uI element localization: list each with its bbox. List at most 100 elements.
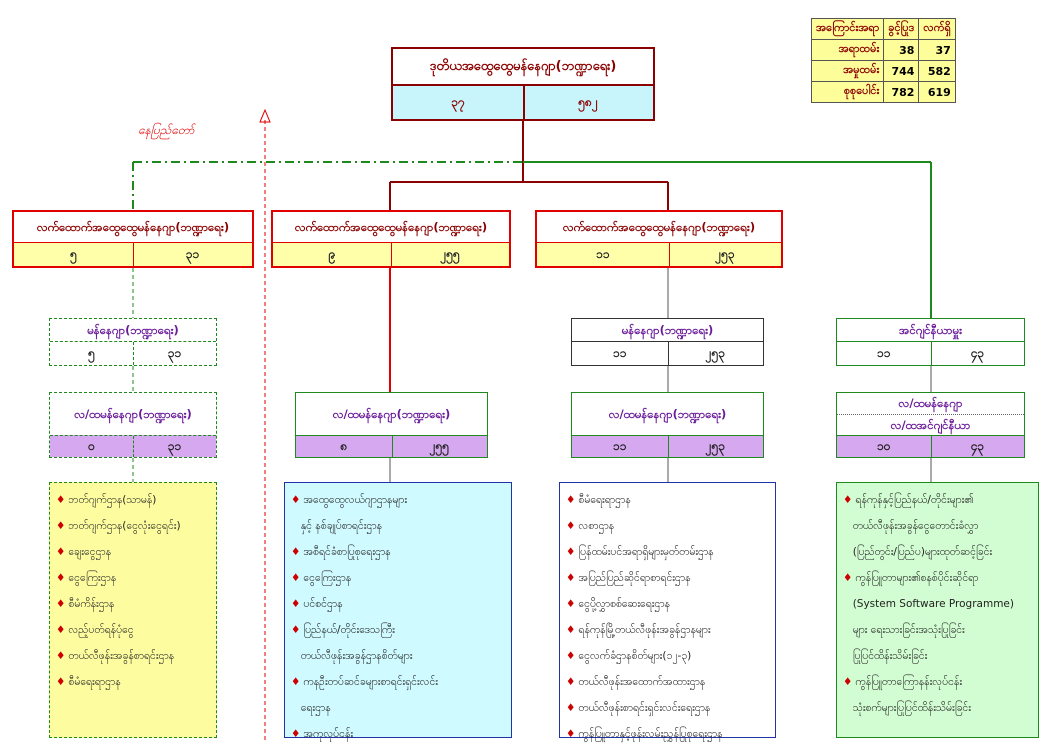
list-item: ♦ကွန်ပြူတာကြောနန်းလုပ်ငန်း <box>843 669 1034 695</box>
level2-box-3: လက်ထောက်အထွေထွေမန်နေဂျာ(ဘဏ္ဍာရေး) ၁၁ ၂၅၃ <box>535 210 783 268</box>
box-value-right: ၂၅၃ <box>705 438 725 453</box>
list-item: ♦အထွေထွေလယ်ဂျာဌာနများ <box>291 487 507 513</box>
bullet-icon: ♦ <box>566 624 576 636</box>
box-value-left: ၁၁ <box>572 436 669 457</box>
list-item-label: ရေးဌာန <box>300 702 331 714</box>
list-item-label: ချေးငွေဌာန <box>68 546 112 558</box>
box-value-left: ၁၁ <box>837 342 932 365</box>
list-item: ♦စီမံရေးရာဌာန <box>56 669 212 695</box>
box-value-left: ၁၁ <box>572 342 669 365</box>
box-value-right: ၄၃ <box>970 345 985 360</box>
summary-row-allowed: 38 <box>883 39 920 61</box>
box-value-right: ၄၃ <box>970 438 985 453</box>
box-value-left: ၃၇ <box>393 86 525 119</box>
list-item-label: အထွေထွေလယ်ဂျာဌာနများ <box>303 494 407 506</box>
box-title: လ/ထမန်နေဂျာ(ဘဏ္ဍာရေး) <box>608 407 727 421</box>
box-value-left: ၈ <box>296 436 393 457</box>
list-item-label: ကွန်ပြူတာကြောနန်းလုပ်ငန်း <box>855 676 963 688</box>
list-item: ♦တယ်လီဖုန်းအခွန်စာရင်းဌာန <box>56 643 212 669</box>
box-title: လက်ထောက်အထွေထွေမန်နေဂျာ(ဘဏ္ဍာရေး) <box>294 220 488 234</box>
box-value-right: ၂၅၅ <box>440 246 460 261</box>
bullet-icon <box>843 702 850 714</box>
box-title-secondary: လ/ထအင်ဂျင်နီယာ <box>837 414 1024 436</box>
box-value-right: ၃၁ <box>185 246 200 261</box>
list-item: ♦ကွန်ပြူတာနှင့်ဖုန်းလမ်းညွှန်ပြုစုရေးဌာန <box>566 721 771 747</box>
list-item: ♦ငွေလက်ခံဌာနစိတ်များ(၁၂-၃) <box>566 643 771 669</box>
list-item-label: တယ်လီဖုန်းအထောက်အထားဌာန <box>578 676 706 688</box>
bullet-icon: ♦ <box>566 598 576 610</box>
list-item: ♦ချေးငွေဌာန <box>56 539 212 565</box>
summary-row-label: စုစုပေါင်း <box>810 81 885 103</box>
box-value-right: ၂၅၅ <box>429 438 449 453</box>
bullet-icon: ♦ <box>291 546 301 558</box>
summary-header-current: လက်ရှိ <box>918 18 956 40</box>
bullet-icon: ♦ <box>56 494 66 506</box>
box-title: လက်ထောက်အထွေထွေမန်နေဂျာ(ဘဏ္ဍာရေး) <box>562 220 756 234</box>
bullet-icon <box>291 702 298 714</box>
summary-row-current: 582 <box>918 60 956 82</box>
box-title: လ/ထမန်နေဂျာ(ဘဏ္ဍာရေး) <box>332 407 451 421</box>
box-title: မန်နေဂျာ(ဘဏ္ဍာရေး) <box>87 323 179 337</box>
bullet-icon: ♦ <box>291 572 301 584</box>
list-item-label: (ပြည်တွင်း/ပြည်ပ)များထုတ်ဆင့်ခြင်း <box>852 546 993 558</box>
bullet-icon: ♦ <box>291 728 301 740</box>
list-item: ♦စီမံကိန်းဌာန <box>56 591 212 617</box>
list-item-label: ငွေကြေးဌာန <box>68 572 117 584</box>
list-item-label: (System Software Programme) <box>852 598 1014 610</box>
summary-row-allowed: 744 <box>883 60 920 82</box>
box-value-right: ၅၈၂ <box>578 94 598 109</box>
list-item-label: စီမံရေးရာဌာန <box>68 676 121 688</box>
bullet-icon: ♦ <box>56 624 66 636</box>
bullet-icon: ♦ <box>566 520 576 532</box>
list-item: ♦ရန်ကုန်မြို့တယ်လီဖုန်းအခွန်ဌာနများ <box>566 617 771 643</box>
list-item: ♦အစီရင်ခံစာပြုစုရေးဌာန <box>291 539 507 565</box>
department-list-4: ♦ရန်ကုန်နှင့်ပြည်နယ်/တိုင်းများ၏ တယ်လီဖု… <box>836 482 1039 738</box>
list-item: (ပြည်တွင်း/ပြည်ပ)များထုတ်ဆင့်ခြင်း <box>843 539 1034 565</box>
list-item: ♦စီမံရေးရာဌာန <box>566 487 771 513</box>
list-item: ♦ရန်ကုန်နှင့်ပြည်နယ်/တိုင်းများ၏ <box>843 487 1034 513</box>
list-item: ♦ငွေကြေးဌာန <box>56 565 212 591</box>
list-item: ♦အပြည်ပြည်ဆိုင်ရာစာရင်းဌာန <box>566 565 771 591</box>
summary-row-label: အရာထမ်း <box>810 39 885 61</box>
list-item-label: စီမံကိန်းဌာန <box>68 598 115 610</box>
bullet-icon <box>843 520 850 532</box>
bullet-icon <box>843 598 850 610</box>
summary-row-current: 619 <box>918 81 956 103</box>
list-item: ♦ပြည်နယ်/တိုင်းဒေသကြီး <box>291 617 507 643</box>
bullet-icon <box>843 650 850 662</box>
level4-box-1: လ/ထမန်နေဂျာ(ဘဏ္ဍာရေး) ၀ ၃၁ <box>49 392 217 458</box>
bullet-icon: ♦ <box>291 494 301 506</box>
list-item-label: လည့်ပတ်ရန်ပုံငွေ <box>68 624 134 636</box>
summary-header-item: အကြောင်းအရာ <box>810 18 885 40</box>
level3-box-1: မန်နေဂျာ(ဘဏ္ဍာရေး) ၅ ၃၁ <box>49 318 217 366</box>
box-value-left: ၀ <box>50 436 134 457</box>
department-list-2: ♦အထွေထွေလယ်ဂျာဌာနများ နှင့် နစ်ချုပ်စာရင… <box>284 482 512 740</box>
bullet-icon: ♦ <box>291 624 301 636</box>
list-item: ♦ငွေပို့လွှာစစ်ဆေးရေးဌာန <box>566 591 771 617</box>
list-item-label: ပြုပြင်ထိန်းသိမ်းခြင်း <box>852 650 928 662</box>
summary-row-allowed: 782 <box>883 81 920 103</box>
level4-box-4: လ/ထမန်နေဂျာ လ/ထအင်ဂျင်နီယာ ၁၀ ၄၃ <box>836 392 1025 458</box>
bullet-icon: ♦ <box>566 650 576 662</box>
bullet-icon: ♦ <box>566 546 576 558</box>
list-item: (System Software Programme) <box>843 591 1034 617</box>
bullet-icon: ♦ <box>56 598 66 610</box>
naypyidaw-label: နေပြည်တော် <box>138 123 195 137</box>
list-item-label: ဘတ်ဂျက်ဌာန(ငွေလုံးငွေရင်း) <box>68 520 181 532</box>
list-item-label: တယ်လီဖုန်းအခွန်စာရင်းဌာန <box>68 650 175 662</box>
bullet-icon: ♦ <box>56 676 66 688</box>
summary-row-label: အမှုထမ်း <box>810 60 885 82</box>
bullet-icon: ♦ <box>566 676 576 688</box>
list-item-label: အကုလုပ်ငန်း <box>303 728 354 740</box>
box-title: ဒုတိယအထွေထွေမန်နေဂျာ(ဘဏ္ဍာရေး) <box>429 59 617 74</box>
list-item-label: ပင်စင်ဌာန <box>303 598 343 610</box>
box-value-right: ၂၅၃ <box>705 345 725 360</box>
box-value-left: ၉ <box>273 243 392 266</box>
level2-box-2: လက်ထောက်အထွေထွေမန်နေဂျာ(ဘဏ္ဍာရေး) ၉ ၂၅၅ <box>271 210 511 268</box>
bullet-icon: ♦ <box>843 676 853 688</box>
box-value-right: ၃၁ <box>167 438 182 453</box>
box-title: လက်ထောက်အထွေထွေမန်နေဂျာ(ဘဏ္ဍာရေး) <box>36 220 230 234</box>
bullet-icon: ♦ <box>843 494 853 506</box>
bullet-icon: ♦ <box>291 676 301 688</box>
